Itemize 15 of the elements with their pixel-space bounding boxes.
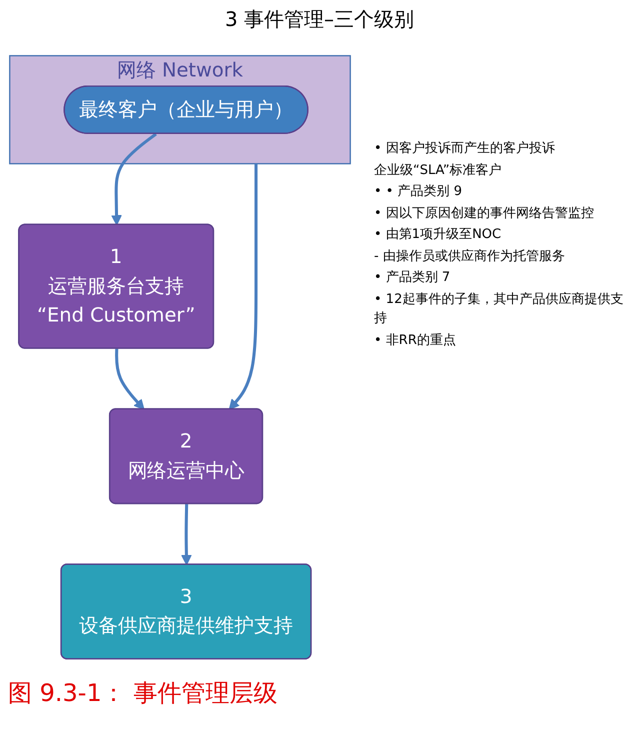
note-text: • 因以下原因创建的事件网络告警监控	[374, 204, 595, 222]
arrow	[115, 348, 145, 410]
note-text: 企业级“SLA”标准客户	[374, 162, 503, 180]
arrow	[111, 132, 157, 226]
caption: 图 9.3-1： 事件管理层级	[8, 678, 278, 709]
arrow	[228, 163, 258, 410]
note-text: - 由操作员或供应商作为托管服务	[374, 248, 566, 266]
note-text: • 12起事件的子集，其中产品供应商提供支持	[374, 290, 624, 328]
note-text: • 产品类别 7	[374, 269, 452, 287]
note-text: • 非RR的重点	[374, 332, 457, 350]
note-text: • • 产品类别 9	[374, 183, 464, 201]
note-text: • 由第1项升级至NOC	[374, 226, 502, 244]
title: 3 事件管理–三个级别	[224, 6, 416, 33]
arrow	[181, 504, 192, 565]
note-text: • 因客户投诉而产生的客户投诉	[374, 140, 556, 158]
